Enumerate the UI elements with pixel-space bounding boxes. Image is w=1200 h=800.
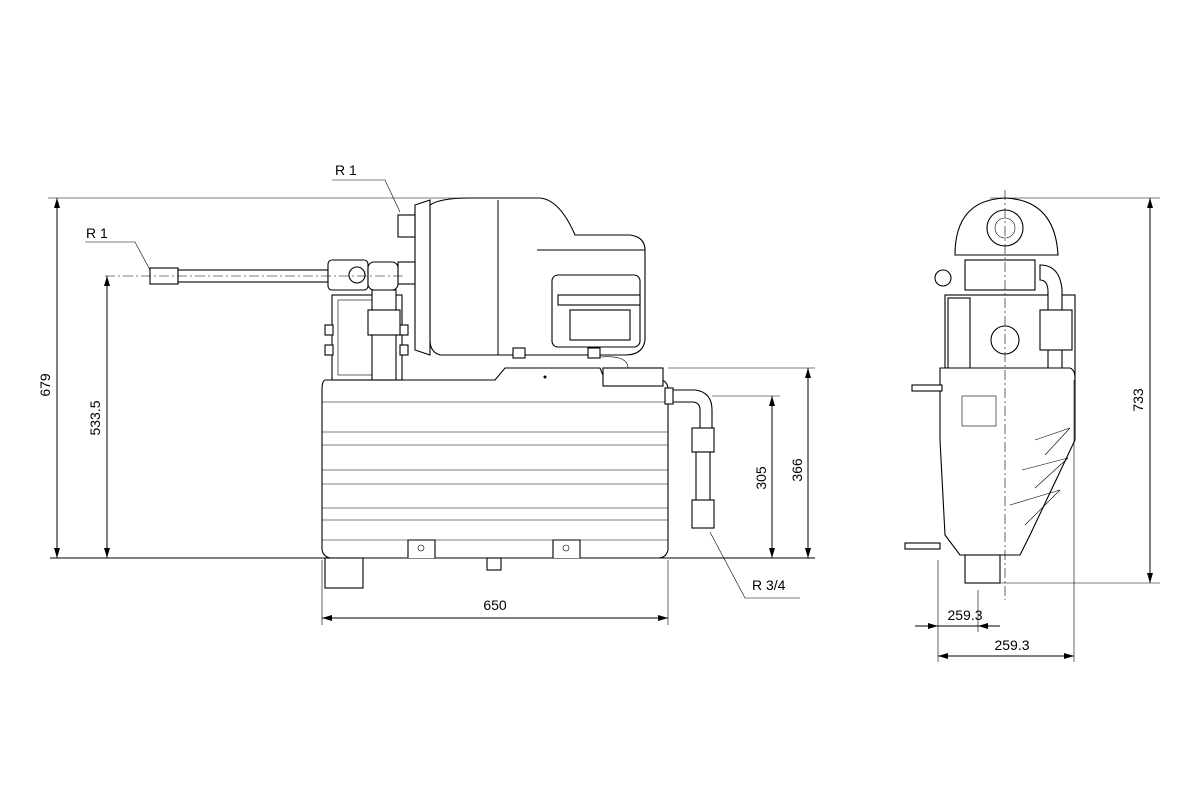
dim-679: 679 [37, 373, 53, 397]
side-view: 733 259.3 259.3 [904, 190, 1160, 662]
suction-pipe [105, 259, 405, 291]
dimension-side-width: 259.3 [938, 380, 1075, 662]
label-r1-top: R 1 [335, 162, 357, 178]
dimension-overall-height: 679 [37, 197, 470, 558]
label-r3-4: R 3/4 [752, 577, 786, 593]
control-box [324, 289, 409, 381]
outlet-hose [664, 387, 715, 529]
dim-305: 305 [753, 466, 769, 490]
label-r1-left: R 1 [86, 225, 108, 241]
thread-label-left: R 1 [85, 225, 151, 271]
dimension-side-foot: 259.3 [915, 560, 1000, 662]
dim-533-5: 533.5 [87, 400, 103, 435]
dimension-outlet-height: 305 [712, 395, 780, 558]
dim-733: 733 [1130, 388, 1146, 412]
tank [321, 367, 669, 589]
dim-366: 366 [789, 458, 805, 482]
dimension-inlet-height: 533.5 [87, 276, 110, 558]
dim-259-3-width: 259.3 [994, 637, 1029, 653]
front-view: 679 533.5 305 366 650 R 1 [37, 162, 815, 625]
dimension-tank-height: 366 [668, 367, 815, 558]
dimension-tank-width: 650 [321, 560, 669, 625]
dimension-side-height: 733 [990, 197, 1160, 584]
pump-motor [397, 197, 646, 369]
thread-label-outlet: R 3/4 [709, 531, 800, 599]
thread-label-top: R 1 [332, 162, 401, 213]
dim-259-3-foot: 259.3 [947, 607, 982, 623]
dim-650: 650 [483, 597, 507, 613]
